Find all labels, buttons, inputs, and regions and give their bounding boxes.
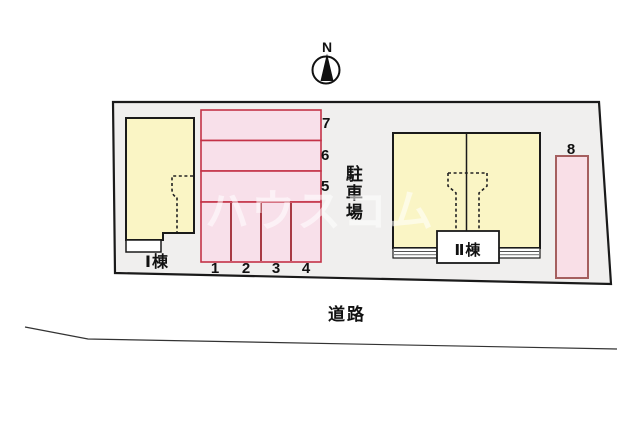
building-2-balcony-left-lines: [394, 251, 436, 256]
stall-number-8: 8: [566, 141, 576, 158]
building-2-balcony-right: [498, 247, 541, 259]
building-2-label: Ⅱ棟: [454, 242, 482, 259]
parking-row-label-6: 6: [321, 147, 330, 164]
building-1-footprint: [125, 117, 195, 241]
parking-row-6: [200, 139, 322, 172]
compass-north-label: N: [321, 39, 333, 55]
compass-needle-icon: [320, 53, 334, 81]
building-1-entry-dashed-path: [171, 175, 193, 232]
road-edge-line: [24, 326, 618, 350]
road-label: 道路: [328, 305, 366, 324]
stall-number-4: 4: [301, 260, 311, 277]
building-1-label: Ⅰ棟: [145, 254, 169, 271]
parking-stall-8: [555, 155, 589, 279]
parking-row-label-5: 5: [321, 178, 330, 195]
parking-row-5: [200, 170, 322, 203]
stall-number-3: 3: [271, 260, 281, 277]
parking-area-label: 駐車場: [342, 165, 362, 222]
building-2-balcony-left: [392, 247, 438, 259]
building-1-porch: [125, 239, 162, 253]
building-2-entrance-notch: [436, 230, 500, 264]
building-2-entry-dashed-path: [447, 172, 488, 231]
building-2-balcony-right-lines: [500, 251, 539, 256]
parking-row-7: [200, 109, 322, 142]
stall-number-1: 1: [210, 260, 220, 277]
parking-row-label-7: 7: [322, 115, 331, 132]
stall-number-2: 2: [241, 260, 251, 277]
